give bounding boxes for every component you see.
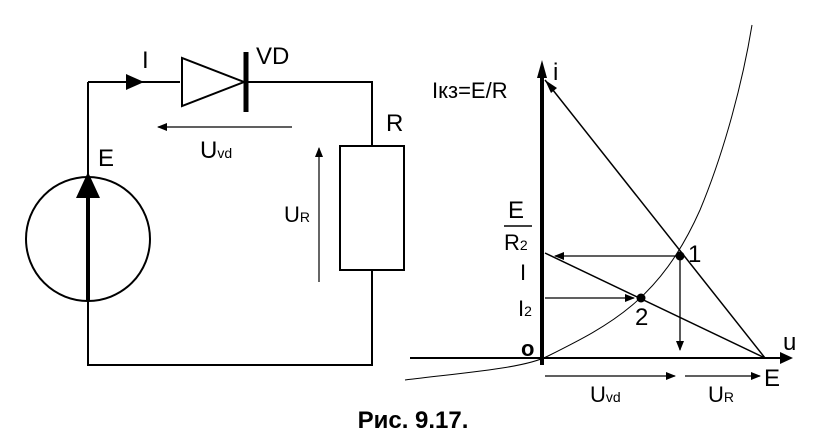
current-label: I: [142, 47, 149, 74]
x-axis-label: u: [783, 329, 796, 356]
current-arrow: [126, 74, 144, 90]
resistor-symbol: [339, 145, 405, 271]
circuit-diagram: I VD Uvd R UR E: [25, 43, 405, 366]
iv-graph: i u o Iкз=E/R E R2 I I2 1 2 E Uvd: [404, 24, 796, 407]
voltage-source-symbol: [25, 172, 151, 302]
u-r-span-label: UR: [708, 382, 734, 407]
operating-point-2: [636, 293, 646, 303]
i2-label: I2: [518, 296, 532, 321]
i-label: I: [520, 260, 526, 285]
r-voltage-label: UR: [284, 202, 310, 227]
point2-label: 2: [635, 304, 648, 331]
diode-label: VD: [256, 43, 289, 70]
load-line-r2: [544, 252, 766, 359]
x-axis-arrowhead: [780, 352, 793, 364]
y-axis-label: i: [553, 59, 558, 86]
load-line-r: [544, 79, 766, 359]
short-circuit-label: Iкз=E/R: [432, 78, 508, 103]
diode-iv-curve: [404, 24, 753, 381]
figure-caption: Рис. 9.17.: [358, 407, 469, 434]
diode-symbol: [181, 52, 252, 112]
resistor-label: R: [386, 110, 403, 137]
point1-label: 1: [688, 241, 701, 268]
y-axis-arrowhead: [537, 60, 547, 78]
operating-point-1: [675, 251, 685, 261]
source-label: E: [98, 145, 114, 172]
e-axis-label: E: [764, 365, 780, 392]
vd-voltage-label: Uvd: [200, 137, 232, 164]
e-over-r2-denominator: R2: [504, 230, 528, 255]
e-over-r2-numerator: E: [508, 197, 524, 224]
u-vd-span-label: Uvd: [590, 382, 621, 407]
circuit-wire-loop: [87, 81, 373, 366]
origin-label: o: [521, 336, 534, 361]
load-line-r-arrowhead: [545, 80, 557, 93]
